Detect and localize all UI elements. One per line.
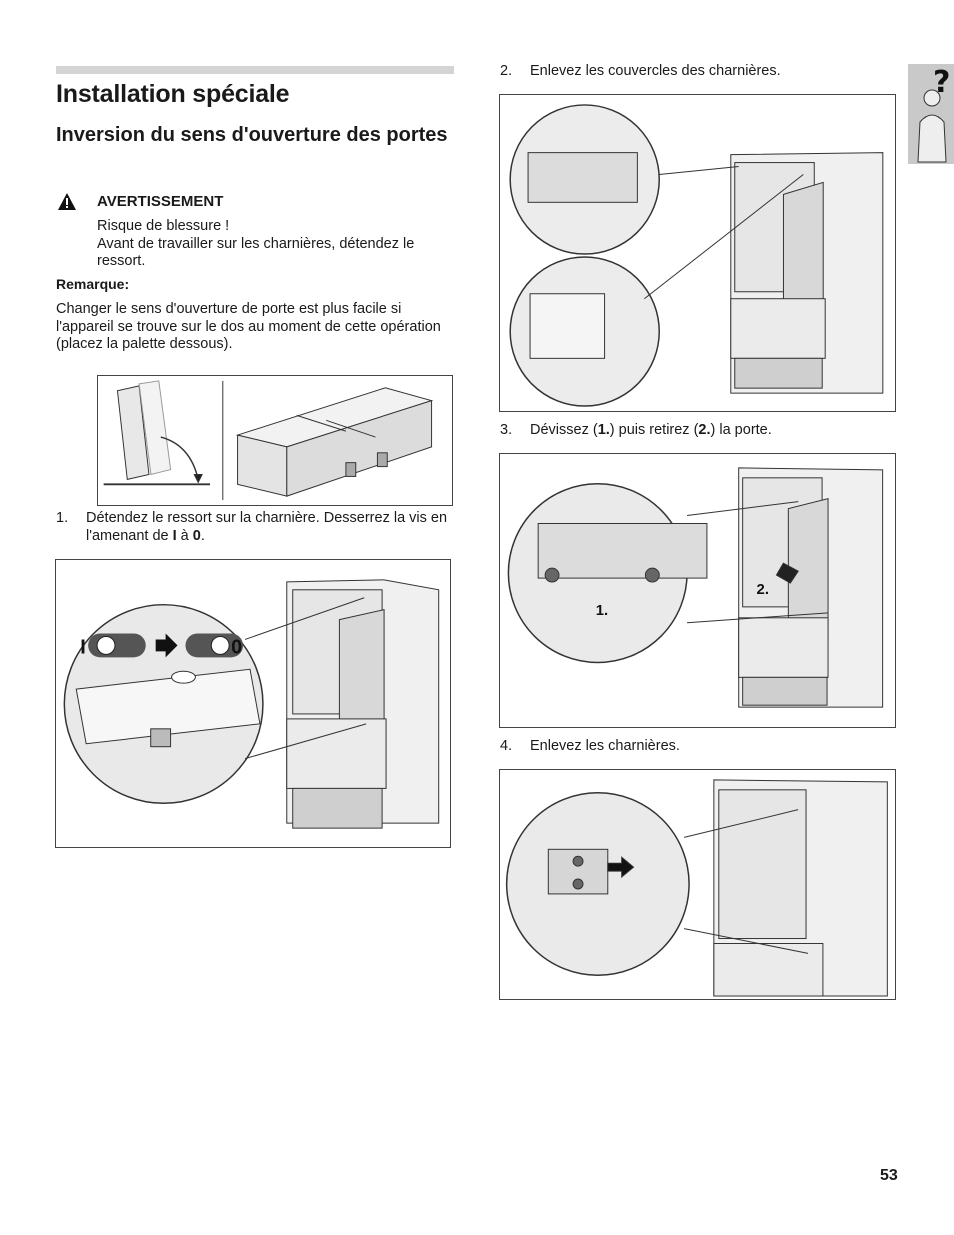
warning-body: Risque de blessure ! Avant de travailler… <box>97 218 447 271</box>
step-4: 4. Enlevez les charnières. <box>500 738 900 758</box>
page-number: 53 <box>880 1167 898 1184</box>
switch-from-label: I <box>80 636 86 658</box>
warning-title: AVERTISSEMENT <box>97 193 224 210</box>
step-2: 2. Enlevez les couvercles des charnières… <box>500 63 900 83</box>
warning-line-2: Avant de travailler sur les charnières, … <box>97 235 415 270</box>
step-text: Enlevez les charnières. <box>530 738 680 754</box>
step-number: 2. <box>500 63 513 79</box>
figure-spring-release: I 0 <box>55 559 451 848</box>
step-number: 4. <box>500 738 513 754</box>
step-3: 3. Dévissez (1.) puis retirez (2.) la po… <box>500 422 900 442</box>
subsection-title: Inversion du sens d'ouverture des portes <box>56 124 448 146</box>
step-text: Détendez le ressort sur la charnière. De… <box>86 510 448 544</box>
step-1: 1. Détendez le ressort sur la charnière.… <box>56 510 456 546</box>
step-text: Enlevez les couvercles des charnières. <box>530 63 781 79</box>
question-mark-glyph: ? <box>933 65 950 100</box>
warning-line-1: Risque de blessure ! <box>97 218 230 234</box>
figure-remove-hinges <box>499 769 896 1000</box>
figure-hinge-covers <box>499 94 896 412</box>
note-body: Changer le sens d'ouverture de porte est… <box>56 301 441 352</box>
figure-pallet <box>97 375 453 506</box>
callout-2-label: 2. <box>757 582 769 598</box>
warning-triangle-icon <box>58 193 76 210</box>
figure-remove-door: 1. 2. <box>499 453 896 728</box>
step-text: Dévissez (1.) puis retirez (2.) la porte… <box>530 422 772 438</box>
step-number: 3. <box>500 422 513 438</box>
note-title: Remarque: <box>56 276 130 292</box>
switch-to-label: 0 <box>231 636 242 658</box>
section-title: Installation spéciale <box>56 80 290 108</box>
section-rule <box>56 66 454 74</box>
side-tab: ? <box>908 64 954 164</box>
callout-1-label: 1. <box>596 603 608 619</box>
question-mark-person-icon: ? <box>917 65 950 163</box>
step-number: 1. <box>56 510 69 526</box>
